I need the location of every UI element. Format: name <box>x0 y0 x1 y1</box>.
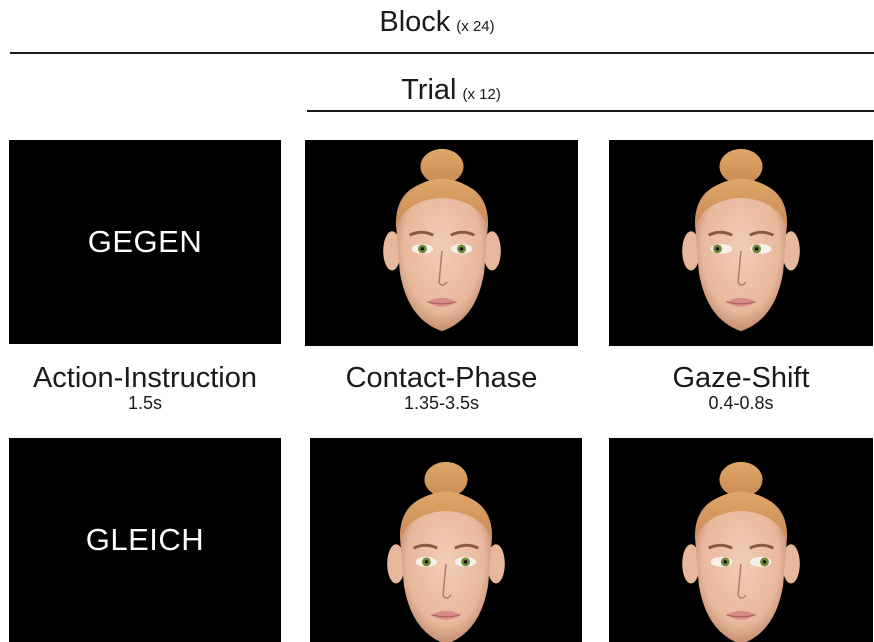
phase-caption-contact-phase: Contact-Phase 1.35-3.5s <box>300 362 583 414</box>
avatar-face-averted-gaze-left <box>666 145 816 341</box>
trial-divider <box>307 110 874 112</box>
phase-name: Action-Instruction <box>0 362 290 395</box>
gaze-shift-panel-top <box>609 140 873 346</box>
block-header: Block (x 24) <box>0 6 874 39</box>
trial-label: Trial <box>401 74 456 106</box>
trial-repeat-count: (x 12) <box>462 86 500 103</box>
phase-name: Contact-Phase <box>300 362 583 395</box>
block-label: Block <box>379 6 450 38</box>
contact-phase-panel-bottom <box>310 438 582 642</box>
phase-duration: 1.35-3.5s <box>300 393 583 414</box>
phase-name: Gaze-Shift <box>605 362 874 395</box>
block-divider <box>10 52 874 54</box>
avatar-face-direct-gaze <box>371 458 521 642</box>
phase-caption-gaze-shift: Gaze-Shift 0.4-0.8s <box>605 362 874 414</box>
gaze-shift-panel-bottom <box>609 438 873 642</box>
phase-duration: 0.4-0.8s <box>605 393 874 414</box>
instruction-panel-bottom: GLEICH <box>9 438 281 642</box>
block-repeat-count: (x 24) <box>456 18 494 35</box>
phase-duration: 1.5s <box>0 393 290 414</box>
avatar-face-direct-gaze <box>367 145 517 341</box>
instruction-word-gleich: GLEICH <box>9 522 281 558</box>
instruction-panel-top: GEGEN <box>9 140 281 344</box>
instruction-word-gegen: GEGEN <box>9 224 281 260</box>
avatar-face-averted-gaze-right <box>666 458 816 642</box>
trial-header: Trial (x 12) <box>307 74 595 107</box>
phase-caption-action-instruction: Action-Instruction 1.5s <box>0 362 290 414</box>
contact-phase-panel-top <box>305 140 578 346</box>
